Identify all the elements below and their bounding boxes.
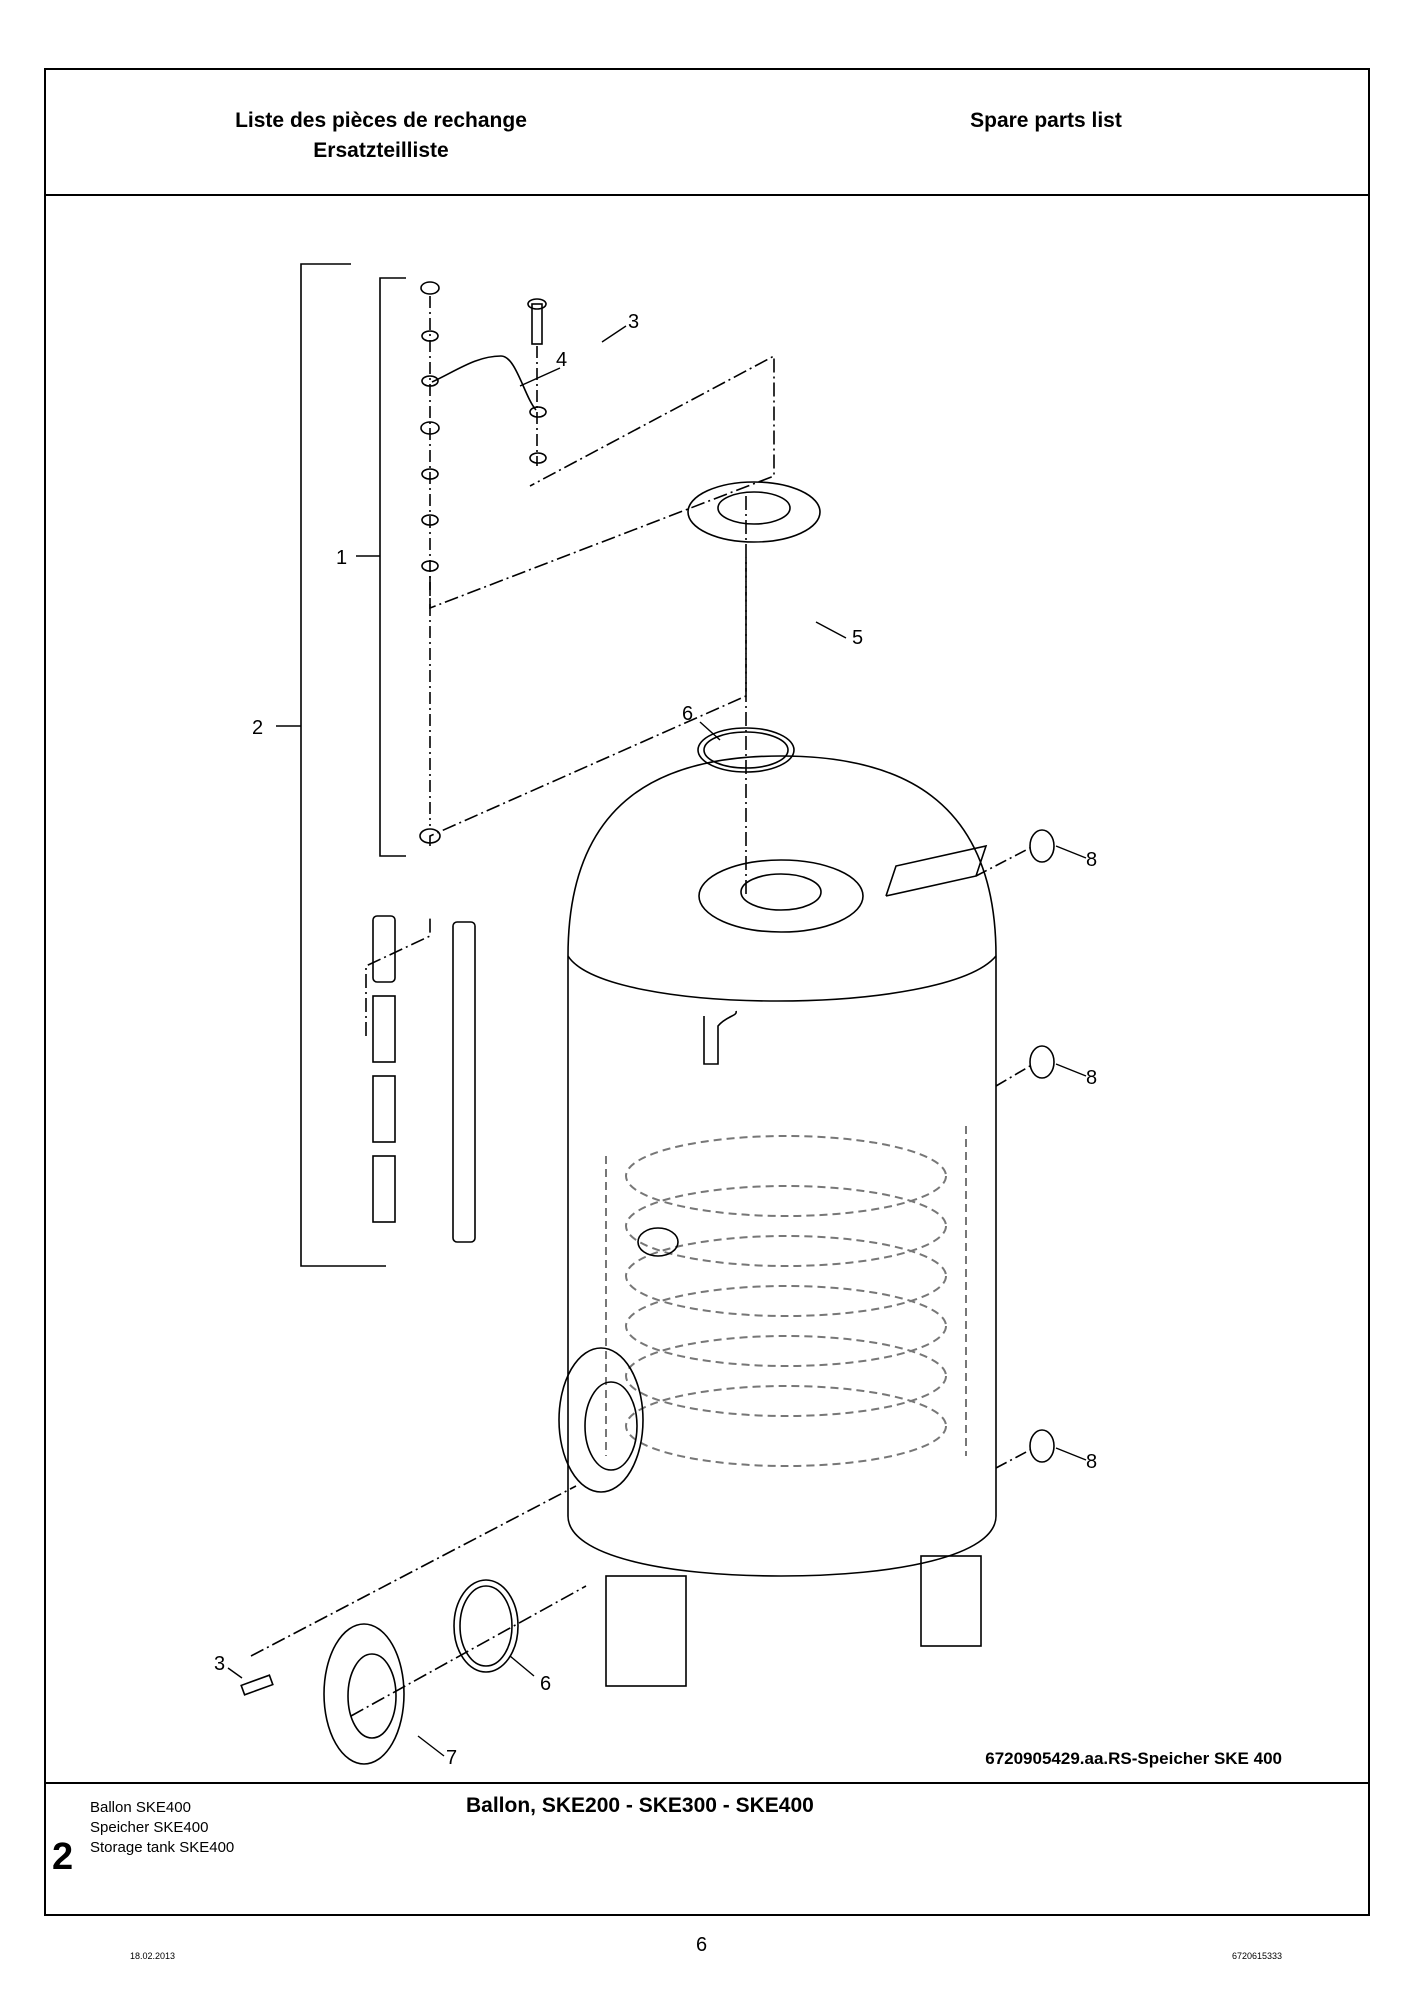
bracket-1 <box>379 277 406 857</box>
header: Liste des pièces de rechange Ersatzteill… <box>46 70 1368 196</box>
flange-5 <box>687 481 821 543</box>
callout-7: 7 <box>446 1747 457 1769</box>
anode-rod <box>452 921 476 1243</box>
drawing-caption: 6720905429.aa.RS-Speicher SKE 400 <box>985 1749 1282 1768</box>
page-frame: Liste des pièces de rechange Ersatzteill… <box>44 68 1370 1916</box>
tank-body <box>567 755 997 1577</box>
page-code: 6720615333 <box>1232 1951 1283 1961</box>
screw-3-bottom <box>240 1674 274 1696</box>
callout-4: 4 <box>556 349 567 371</box>
exploded-drawing: 3 4 5 1 2 6 8 8 8 6 3 7 <box>46 196 1368 1784</box>
page-date: 18.02.2013 <box>130 1951 176 1961</box>
callout-3-bottom: 3 <box>214 1653 225 1675</box>
name-fr: Ballon SKE400 <box>90 1799 191 1816</box>
tank-leg <box>605 1575 687 1687</box>
page-number: 6 <box>696 1934 708 1956</box>
callout-6-top: 6 <box>682 703 693 725</box>
screw-3-top <box>531 303 543 345</box>
header-title-fr: Liste des pièces de rechange <box>235 109 527 132</box>
footer-title: Ballon, SKE200 - SKE300 - SKE400 <box>466 1794 814 1817</box>
anode-segment <box>372 915 396 983</box>
callout-2: 2 <box>252 717 263 739</box>
name-en: Storage tank SKE400 <box>90 1839 235 1856</box>
flange-7 <box>323 1623 405 1765</box>
gasket-6-top <box>697 727 795 773</box>
header-left: Liste des pièces de rechange Ersatzteill… <box>136 106 626 166</box>
section-number: 2 <box>52 1836 74 1878</box>
header-title-de: Ersatzteilliste <box>313 139 449 162</box>
bracket-2 <box>300 263 386 1267</box>
callout-6-bottom: 6 <box>540 1673 551 1695</box>
callout-3-top: 3 <box>628 311 639 333</box>
header-title-en: Spare parts list <box>970 109 1122 132</box>
name-de: Speicher SKE400 <box>90 1819 209 1836</box>
heating-coil <box>605 1126 967 1467</box>
connector-8 <box>1029 829 1055 1463</box>
footer: Ballon SKE400 Speicher SKE400 Storage ta… <box>46 1782 1368 1916</box>
callout-8-b: 8 <box>1086 1067 1097 1089</box>
footer-names: Ballon SKE400 Speicher SKE400 Storage ta… <box>90 1798 234 1858</box>
callout-5: 5 <box>852 627 863 649</box>
callout-8-c: 8 <box>1086 1451 1097 1473</box>
gasket-6-bottom <box>453 1579 519 1673</box>
callout-1: 1 <box>336 547 347 569</box>
tank-front-flange <box>558 1347 644 1493</box>
tank-exploded-view: 3 4 5 1 2 6 8 8 8 6 3 7 <box>214 263 1282 1769</box>
wire-4 <box>431 355 537 411</box>
callout-8-a: 8 <box>1086 849 1097 871</box>
